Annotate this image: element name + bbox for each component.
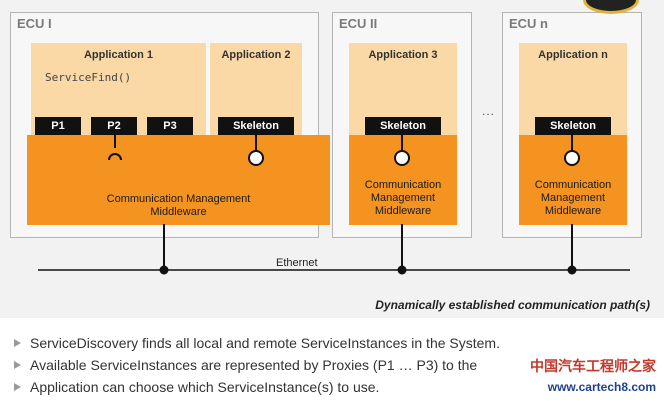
watermark-site-name: 中国汽车工程师之家	[530, 358, 656, 374]
proxy-p3: P3	[147, 117, 193, 135]
middleware-ecu-2-line3: Middleware	[374, 205, 432, 217]
skeleton-ecu-2-port-icon	[394, 150, 410, 166]
skeleton-ecu-n-port-icon	[564, 150, 580, 166]
skeleton-ecu-n: Skeleton	[535, 117, 611, 135]
ethernet-label: Ethernet	[276, 257, 318, 269]
service-find-code: ServiceFind()	[45, 71, 132, 84]
application-3-title: Application 3	[368, 49, 438, 61]
application-2-title: Application 2	[221, 49, 291, 61]
bullet-item: ServiceDiscovery finds all local and rem…	[14, 332, 500, 354]
application-1-title: Application 1	[83, 49, 154, 61]
bullet-arrow-icon	[14, 339, 21, 347]
skeleton-ecu-2: Skeleton	[365, 117, 441, 135]
middleware-ecu-2-line1: Communication	[364, 179, 442, 191]
ecu-2-title: ECU II	[339, 16, 378, 31]
architecture-diagram: ECU I Application 1 ServiceFind() Applic…	[0, 0, 664, 318]
application-n-title: Application n	[538, 49, 608, 61]
ellipsis-more-ecus: ...	[482, 104, 496, 118]
middleware-ecu-1-line2: Middleware	[150, 206, 207, 218]
proxy-p2: P2	[91, 117, 137, 135]
ecu-n-bus-node	[567, 265, 577, 275]
skeleton-ecu-1-port-icon	[248, 150, 264, 166]
bullet-arrow-icon	[14, 361, 21, 369]
middleware-ecu-1-line1: Communication Management	[106, 193, 251, 205]
ecu-1-title: ECU I	[17, 16, 52, 31]
middleware-ecu-2-line2: Management	[370, 192, 436, 204]
ecu-2-bus-node	[397, 265, 407, 275]
bullet-item: Application can choose which ServiceInst…	[14, 376, 500, 398]
bullet-item: Available ServiceInstances are represent…	[14, 354, 500, 376]
bullet-arrow-icon	[14, 383, 21, 391]
middleware-ecu-n-line1: Communication	[534, 179, 612, 191]
ecu-1-bus-node	[159, 265, 169, 275]
proxy-p2-socket-icon	[108, 153, 122, 161]
ecu-n-title: ECU n	[509, 16, 548, 31]
ecu-2: ECU II Application 3 Communication Manag…	[332, 12, 472, 238]
connection-lines	[38, 134, 630, 275]
watermark-url: www.cartech8.com	[547, 380, 656, 394]
ecu-1: ECU I Application 1 ServiceFind() Applic…	[10, 12, 330, 238]
bullet-list: ServiceDiscovery finds all local and rem…	[14, 332, 500, 398]
middleware-ecu-n-line2: Management	[540, 192, 606, 204]
middleware-ecu-n-line3: Middleware	[544, 205, 602, 217]
skeleton-ecu-1: Skeleton	[218, 117, 294, 135]
proxy-p1: P1	[35, 117, 81, 135]
middleware-ecu-1: Communication Management Middleware	[27, 135, 330, 225]
dynamic-path-caption: Dynamically established communication pa…	[375, 298, 650, 312]
